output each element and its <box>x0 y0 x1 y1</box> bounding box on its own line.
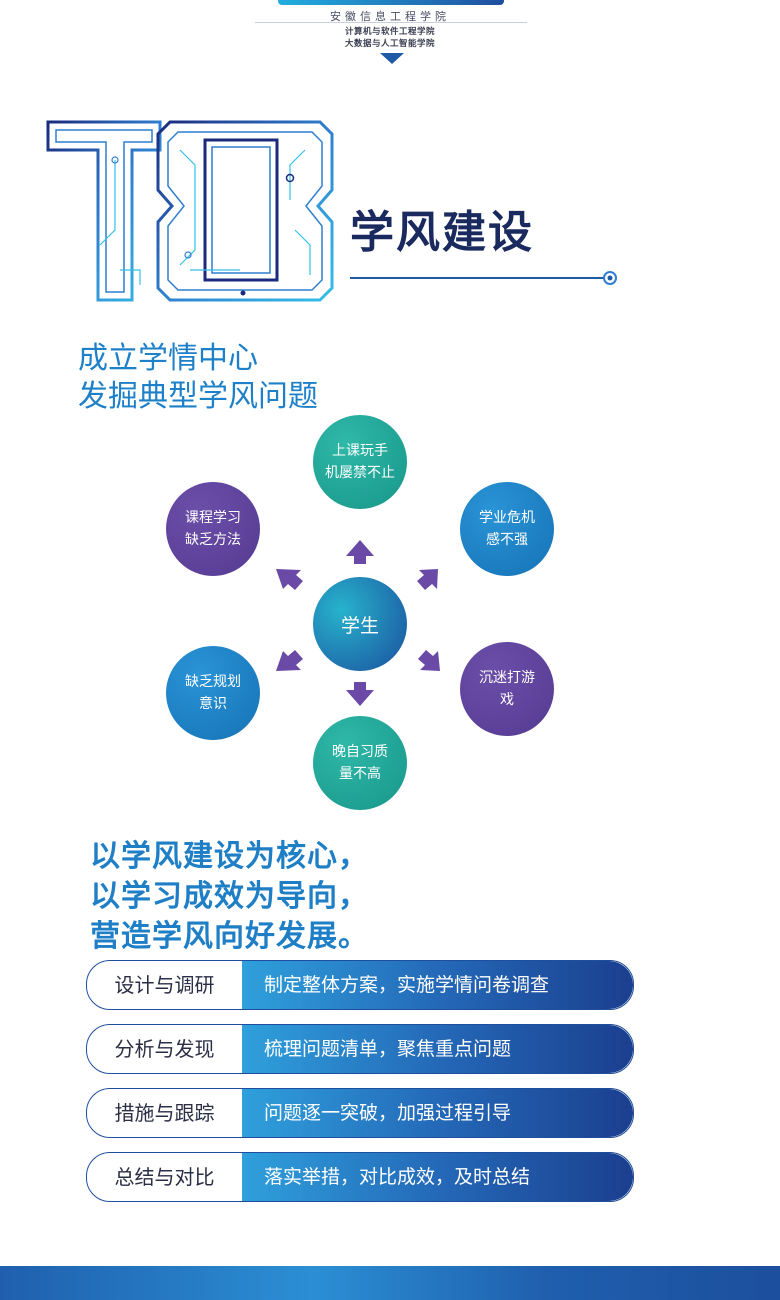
college-name-1: 计算机与软件工程学院 <box>344 27 435 37</box>
node-text: 戏 <box>500 692 514 708</box>
node-phone-use: 上课玩手机屡禁不止 <box>313 415 407 509</box>
step-description: 梳理问题清单，聚焦重点问题 <box>242 1025 633 1073</box>
step-row: 措施与跟踪 问题逐一突破，加强过程引导 <box>86 1088 634 1138</box>
college-name-2: 大数据与人工智能学院 <box>344 39 435 49</box>
subtitle-line-2: 发掘典型学风问题 <box>78 379 318 414</box>
node-text: 量不高 <box>339 766 381 782</box>
arrow-up-icon <box>346 540 374 564</box>
step-description: 落实举措，对比成效，及时总结 <box>242 1153 633 1201</box>
arrow-down-icon <box>346 682 374 706</box>
node-text: 意识 <box>199 696 227 712</box>
slogan-line-2: 以学习成效为导向， <box>90 879 369 914</box>
node-text: 缺乏规划 <box>185 674 241 690</box>
node-text: 课程学习 <box>185 510 241 526</box>
step-label: 措施与跟踪 <box>114 1101 215 1125</box>
node-self-study: 晚自习质量不高 <box>313 716 407 810</box>
step-description: 问题逐一突破，加强过程引导 <box>242 1089 633 1137</box>
title-underline <box>350 271 617 285</box>
node-text: 学业危机 <box>479 510 535 526</box>
node-text: 沉迷打游 <box>479 670 535 686</box>
node-academic-crisis: 学业危机感不强 <box>460 482 554 576</box>
slogan-line-3: 营造学风向好发展。 <box>90 919 369 954</box>
step-description: 制定整体方案，实施学情问卷调查 <box>242 961 633 1009</box>
arrow-up-left-icon <box>276 569 303 590</box>
step-label: 分析与发现 <box>114 1037 215 1061</box>
step-row: 总结与对比 落实举措，对比成效，及时总结 <box>86 1152 634 1202</box>
header-triangle-icon <box>380 53 404 64</box>
step-label: 设计与调研 <box>114 973 215 997</box>
slogan-line-1: 以学风建设为核心， <box>90 839 369 874</box>
header-divider <box>255 22 527 23</box>
arrow-down-right-icon <box>418 650 440 671</box>
student-problem-diagram: 上课玩手机屡禁不止 学业危机感不强 沉迷打游戏 晚自习质量不高 缺乏规划意识 课… <box>150 410 570 820</box>
node-text: 感不强 <box>486 532 528 548</box>
node-gaming: 沉迷打游戏 <box>460 642 554 736</box>
subtitle-line-1: 成立学情中心 <box>78 341 258 376</box>
node-planning: 缺乏规划意识 <box>166 646 260 740</box>
step-row: 分析与发现 梳理问题清单，聚焦重点问题 <box>86 1024 634 1074</box>
node-text: 缺乏方法 <box>185 532 241 548</box>
section-number-art <box>46 120 334 302</box>
node-learning-method: 课程学习缺乏方法 <box>166 482 260 576</box>
arrow-down-left-icon <box>276 650 303 671</box>
section-title: 学风建设 <box>350 207 534 258</box>
diagram-arrows <box>276 540 440 706</box>
center-node-student: 学生 <box>313 577 407 671</box>
footer-bar <box>0 1266 780 1300</box>
node-text: 晚自习质 <box>332 744 388 760</box>
arrow-up-right-icon <box>417 569 438 590</box>
step-row: 设计与调研 制定整体方案，实施学情问卷调查 <box>86 960 634 1010</box>
node-text: 机屡禁不止 <box>325 465 395 481</box>
node-text: 上课玩手 <box>332 443 388 459</box>
step-label: 总结与对比 <box>114 1165 215 1189</box>
header-top-bar <box>278 0 504 5</box>
school-name: 安徽信息工程学院 <box>330 10 450 23</box>
